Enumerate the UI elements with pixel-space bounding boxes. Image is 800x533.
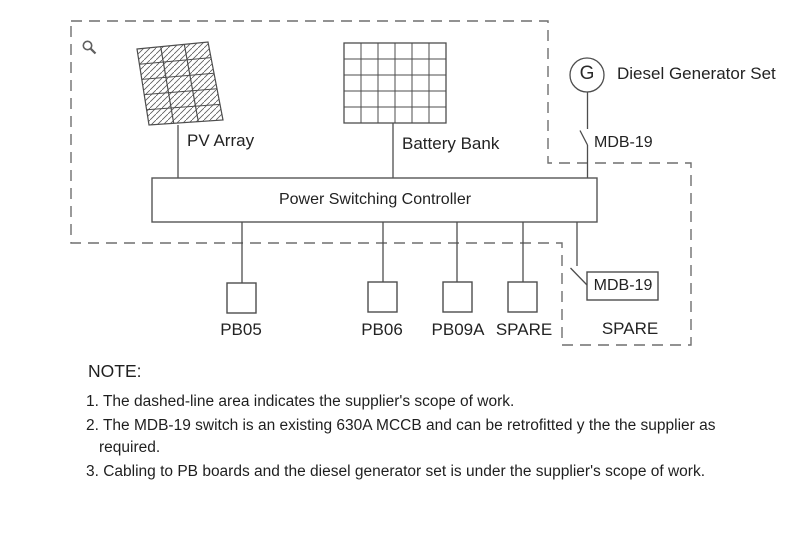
generator-g-symbol-label: G (579, 63, 595, 85)
pv-array-symbol (136, 41, 224, 126)
feeder-label-pb05: PB05 (220, 320, 262, 339)
generator-feeder-with-mdb19-switch (579, 92, 589, 178)
power-switching-controller-box (151, 177, 598, 223)
note-item-2: 2. The MDB-19 switch is an existing 630A… (86, 417, 716, 456)
mdb19-switch-label: MDB-19 (594, 134, 653, 151)
pb05-box (226, 282, 257, 314)
notes-section: NOTE: 1. The dashed-line area indicates … (86, 361, 736, 485)
search-icon (82, 40, 97, 55)
feeder-boxes (226, 281, 538, 314)
battery-bank-label: Battery Bank (402, 134, 500, 153)
mdb19-box-label: MDB-19 (593, 277, 653, 294)
feeder-label-spare: SPARE (495, 320, 553, 339)
note-item-1: 1. The dashed-line area indicates the su… (86, 393, 515, 410)
spare-branch-label: SPARE (601, 319, 659, 338)
pv-array-label: PV Array (187, 131, 255, 150)
feeder-label-pb06: PB06 (361, 320, 403, 339)
pb09a-box (442, 281, 473, 313)
diesel-generator-set-label: Diesel Generator Set (617, 64, 776, 83)
outgoing-feeder-lines (241, 222, 524, 283)
supplier-scope-dashed-outline (70, 20, 692, 346)
spare-branch-mdb19 (570, 222, 659, 301)
note-item-3: 3. Cabling to PB boards and the diesel g… (86, 463, 706, 480)
feeder-label-pb09a: PB09A (431, 320, 485, 339)
spare-box (507, 281, 538, 313)
battery-bank-symbol (343, 42, 447, 124)
power-switching-controller-label: Power Switching Controller (278, 191, 472, 208)
notes-heading: NOTE: (88, 361, 142, 381)
pb06-box (367, 281, 398, 313)
